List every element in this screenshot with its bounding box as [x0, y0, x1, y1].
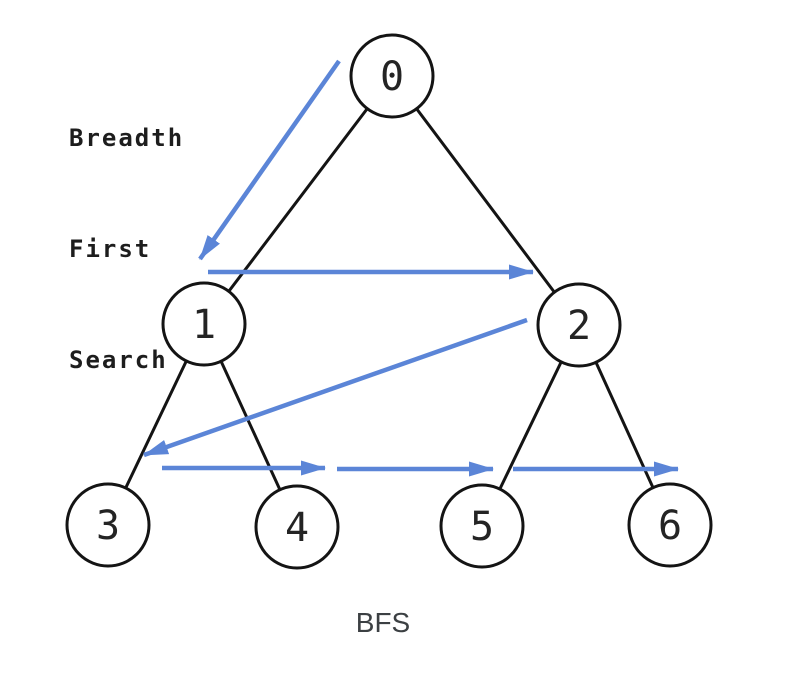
tree-node-label-5: 5	[470, 504, 494, 550]
tree-node-5: 5	[439, 483, 525, 569]
bfs-arrows-layer	[143, 59, 679, 477]
tree-node-label-1: 1	[192, 302, 216, 348]
diagram-title-line: Breadth	[69, 124, 185, 152]
tree-edge-0-1	[202, 74, 394, 326]
tree-node-circle-2	[536, 282, 622, 368]
tree-nodes-layer: 0 1 2 3 4 5 6	[65, 33, 713, 570]
tree-node-0: 0	[349, 33, 435, 119]
tree-node-label-0: 0	[380, 54, 404, 100]
bfs-traversal-arrow-2-3	[143, 317, 528, 458]
tree-node-circle-0	[349, 33, 435, 119]
tree-node-circle-5	[439, 483, 525, 569]
tree-node-1: 1	[161, 281, 247, 367]
tree-node-2: 2	[536, 282, 622, 368]
tree-node-4: 4	[254, 484, 340, 570]
diagram-caption: BFS	[355, 607, 411, 638]
tree-node-6: 6	[627, 482, 713, 568]
tree-node-label-6: 6	[658, 503, 682, 549]
diagram-title-line: First	[69, 235, 152, 263]
bfs-traversal-arrow-0-1	[198, 59, 341, 261]
tree-node-label-2: 2	[567, 303, 591, 349]
tree-node-circle-4	[254, 484, 340, 570]
tree-node-circle-3	[65, 482, 151, 568]
tree-node-3: 3	[65, 482, 151, 568]
tree-node-label-3: 3	[96, 503, 120, 549]
tree-node-circle-6	[627, 482, 713, 568]
tree-node-label-4: 4	[285, 505, 309, 551]
tree-edge-0-2	[390, 74, 581, 327]
diagram-title: Breadth First Search	[69, 46, 184, 453]
tree-node-circle-1	[161, 281, 247, 367]
diagram-title-line: Search	[69, 346, 168, 374]
